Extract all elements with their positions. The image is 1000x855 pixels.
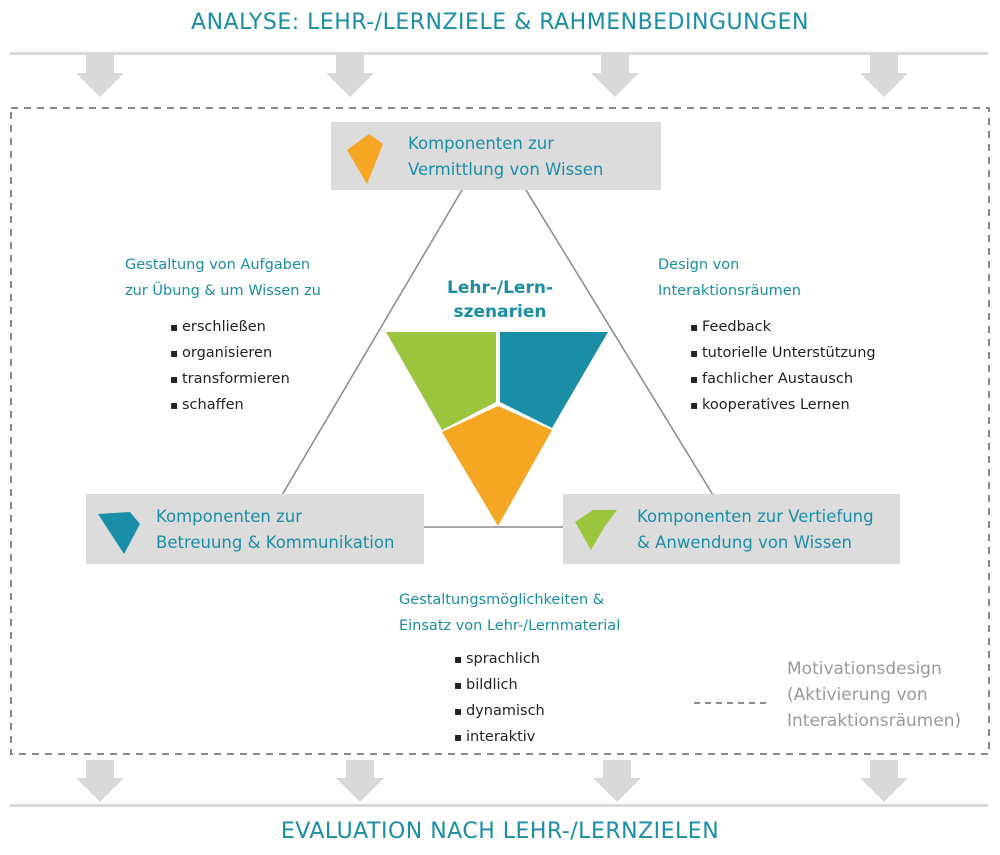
box-vertiefung: Komponenten zur Vertiefung & Anwendung v…: [563, 494, 900, 564]
down-arrow-icon: [326, 55, 374, 97]
list-item: erschließen: [170, 314, 290, 340]
top-banner: ANALYSE: LEHR-/LERNZIELE & RAHMENBEDINGU…: [191, 10, 809, 35]
bottom-section-heading: Gestaltungsmöglichkeiten & Einsatz von L…: [399, 587, 620, 639]
box-vermittlung-line2: Vermittlung von Wissen: [408, 160, 604, 179]
legend-line3: Interaktionsräumen): [787, 711, 962, 731]
down-arrow-icon: [593, 760, 641, 802]
teal-pentagon-icon: [98, 512, 140, 554]
bottom-heading-line1: Gestaltungsmöglichkeiten &: [399, 592, 605, 608]
center-title: Lehr-/Lern- szenarien: [400, 276, 600, 324]
green-pentagon-icon: [575, 510, 617, 550]
down-arrow-icon: [336, 760, 384, 802]
left-section-heading: Gestaltung von Aufgaben zur Übung & um W…: [125, 252, 321, 304]
top-divider: [10, 52, 988, 55]
down-arrow-icon: [76, 760, 124, 802]
down-arrow-icon: [860, 760, 908, 802]
box-betreuung: Komponenten zur Betreuung & Kommunikatio…: [86, 494, 424, 564]
legend-line2: (Aktivierung von: [787, 685, 928, 705]
right-section-heading: Design von Interaktionsräumen: [658, 252, 801, 304]
legend-line1: Motivationsdesign: [787, 659, 942, 679]
right-heading-line1: Design von: [658, 257, 740, 273]
bottom-section-list: sprachlich bildlich dynamisch interaktiv: [454, 646, 545, 750]
box-vermittlung: Komponenten zur Vermittlung von Wissen: [331, 122, 661, 190]
right-section-list: Feedback tutorielle Unterstützung fachli…: [690, 314, 876, 418]
list-item: interaktiv: [454, 724, 545, 750]
list-item: sprachlich: [454, 646, 545, 672]
box-betreuung-line1: Komponenten zur: [156, 507, 303, 526]
down-arrow-icon: [591, 55, 639, 97]
list-item: fachlicher Austausch: [690, 366, 876, 392]
list-item: organisieren: [170, 340, 290, 366]
orange-pentagon-icon: [347, 134, 383, 184]
list-item: Feedback: [690, 314, 876, 340]
list-item: schaffen: [170, 392, 290, 418]
left-heading-line2: zur Übung & um Wissen zu: [125, 283, 321, 299]
down-arrow-icon: [76, 55, 124, 97]
down-arrow-icon: [860, 55, 908, 97]
list-item: kooperatives Lernen: [690, 392, 876, 418]
list-item: tutorielle Unterstützung: [690, 340, 876, 366]
bottom-heading-line2: Einsatz von Lehr-/Lernmaterial: [399, 618, 621, 634]
right-heading-line2: Interaktionsräumen: [658, 283, 801, 299]
center-title-line2: szenarien: [453, 302, 547, 322]
box-vertiefung-line1: Komponenten zur Vertiefung: [637, 507, 874, 526]
center-title-line1: Lehr-/Lern-: [446, 278, 554, 298]
dashed-frame: [10, 107, 990, 755]
top-arrows: [76, 55, 908, 97]
triangle-lines: [281, 189, 714, 528]
left-heading-line1: Gestaltung von Aufgaben: [125, 257, 311, 273]
list-item: transformieren: [170, 366, 290, 392]
list-item: dynamisch: [454, 698, 545, 724]
left-section-list: erschließen organisieren transformieren …: [170, 314, 290, 418]
box-vermittlung-line1: Komponenten zur: [408, 134, 555, 153]
legend-text: Motivationsdesign (Aktivierung von Inter…: [787, 656, 961, 734]
box-betreuung-line2: Betreuung & Kommunikation: [156, 533, 395, 552]
box-vertiefung-line2: & Anwendung von Wissen: [637, 533, 852, 552]
bottom-banner: EVALUATION NACH LEHR-/LERNZIELEN: [280, 819, 720, 844]
list-item: bildlich: [454, 672, 545, 698]
bottom-divider: [10, 804, 988, 807]
bottom-arrows: [76, 760, 908, 802]
